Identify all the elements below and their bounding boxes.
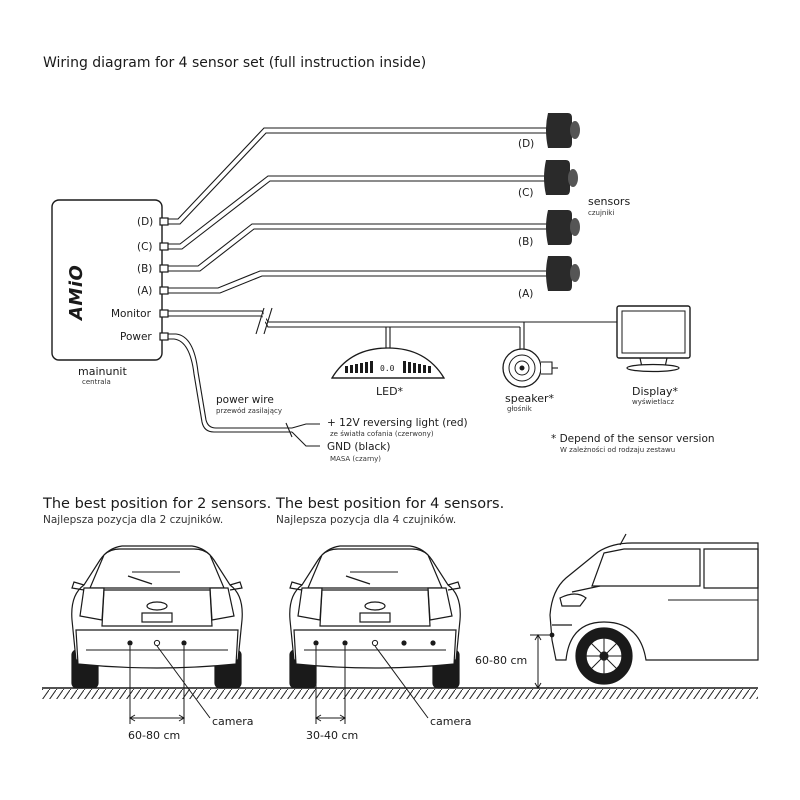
display-monitor [616,305,691,373]
car-1-sensors [127,640,187,646]
car-2-camera-dot [371,639,379,647]
car-2-sensors [313,640,436,646]
car-3-height-measure [530,634,552,689]
note-text: * Depend of the sensor version [551,433,715,445]
power-wire [168,333,320,447]
sensors-subtitle: czujniki [588,209,615,217]
position-2-title: The best position for 2 sensors. [43,496,272,512]
position-2-subtitle: Najlepsza pozycja dla 2 czujników. [43,514,224,526]
port-label-b: (B) [137,263,153,275]
sensor-a [546,256,580,291]
main-unit-label: mainunit [78,365,127,378]
cable-break-marks [258,305,270,333]
car-1-camera-dot [153,639,161,647]
sensor-label-b: (B) [518,236,534,248]
ground-hatch [42,687,758,699]
sensor-label-d: (D) [518,138,535,150]
car-1-measure [129,645,211,724]
car-3-sensor-dot [549,632,555,638]
port-label-monitor: Monitor [111,308,151,320]
note-subtext: W zależności od rodzaju zestawu [560,446,676,454]
port-label-a: (A) [137,285,153,297]
car-3-height-label: 60-80 cm [475,654,528,667]
amio-logo: AMiO [66,264,87,320]
red-wire-label: + 12V reversing light (red) [327,417,468,429]
black-wire-label: GND (black) [327,441,391,453]
sensor-b [546,210,580,245]
sensor-c [544,160,578,195]
car-side-view [549,533,759,685]
car-1-distance-label: 60-80 cm [128,729,181,742]
black-wire-sublabel: MASA (czarny) [330,455,382,463]
main-unit-box [51,199,169,361]
car-2-camera-label: camera [430,715,472,728]
car-2-distance-label: 30-40 cm [306,729,359,742]
display-sublabel: wyświetlacz [632,398,674,406]
port-stubs [159,217,169,341]
led-display [330,347,446,379]
speaker-buzzer [502,348,558,388]
led-readout: 0.0 [380,364,395,373]
car-1-camera-label: camera [212,715,254,728]
position-4-title: The best position for 4 sensors. [276,496,505,512]
display-label: Display* [632,385,679,398]
car-2-measure [315,645,429,724]
speaker-sublabel: głośnik [507,405,532,413]
port-label-power: Power [120,331,152,343]
car-rear-4-sensors [289,545,461,689]
diagram-title: Wiring diagram for 4 sensor set (full in… [43,55,427,71]
position-4-subtitle: Najlepsza pozycja dla 4 czujników. [276,514,457,526]
sensors-title: sensors [588,195,631,208]
speaker-label: speaker* [505,392,554,405]
sensor-d [546,113,580,148]
main-unit-sublabel: centrala [82,378,111,386]
red-wire-sublabel: ze światła cofania (czerwony) [330,430,434,438]
power-wire-label: power wire [216,394,274,406]
sensor-label-c: (C) [518,187,534,199]
power-wire-sublabel: przewód zasilający [216,407,282,415]
led-label: LED* [376,385,404,398]
led-bars [345,361,431,373]
car-rear-2-sensors [71,545,243,689]
port-label-d: (D) [137,216,154,228]
sensor-label-a: (A) [518,288,534,300]
port-label-c: (C) [137,241,153,253]
